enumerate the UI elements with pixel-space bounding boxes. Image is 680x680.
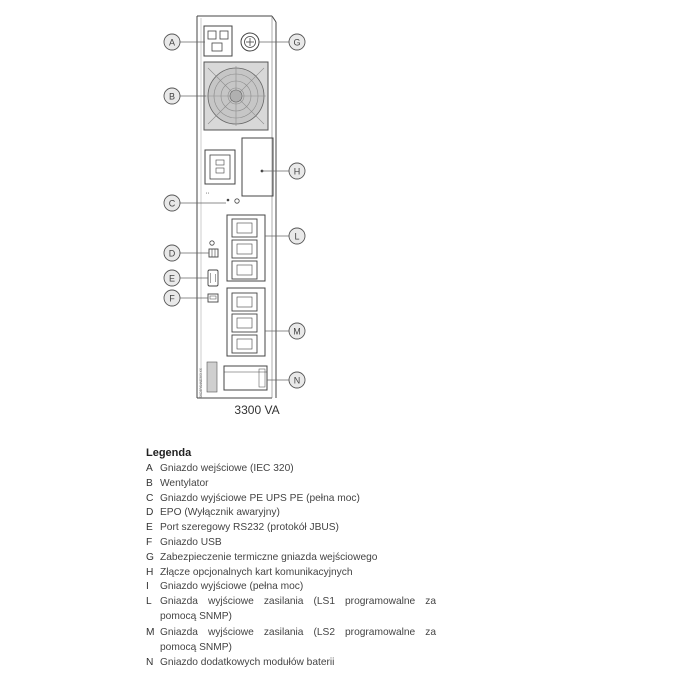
panel-marking-text: SKD3PANNE3V3 XX: [199, 367, 203, 398]
legend-item: B Wentylator: [146, 477, 436, 492]
legend-text: Zabezpieczenie termiczne gniazda wejścio…: [160, 551, 378, 563]
legend-text: Gniazda wyjściowe zasilania (LS1 program…: [160, 596, 436, 622]
output-group-l: [226, 214, 266, 282]
callout-g: G: [288, 33, 306, 51]
legend-item: N Gniazdo dodatkowych modułów baterii: [146, 656, 436, 671]
legend-text: EPO (Wyłącznik awaryjny): [160, 507, 280, 519]
callout-d-label: D: [169, 248, 176, 258]
legend-text: Wentylator: [160, 477, 209, 489]
legend-item: G Zabezpieczenie termiczne gniazda wejśc…: [146, 551, 436, 566]
fan-b: [203, 61, 269, 131]
callout-f: F: [163, 289, 181, 307]
legend-text: Port szeregowy RS232 (protokół JBUS): [160, 522, 339, 534]
legend-text: Gniazdo wyjściowe PE UPS PE (pełna moc): [160, 492, 360, 504]
legend-item: H Złącze opcjonalnych kart komunikacyjny…: [146, 566, 436, 581]
legend-item: D EPO (Wyłącznik awaryjny): [146, 506, 436, 521]
legend-text: Gniazdo wyjściowe (pełna moc): [160, 581, 304, 593]
callout-h-label: H: [294, 166, 301, 176]
legend-key: D: [146, 507, 154, 519]
legend-key: B: [146, 477, 153, 489]
callout-g-label: G: [293, 37, 300, 47]
callout-n: N: [288, 371, 306, 389]
legend-key: H: [146, 566, 154, 578]
callout-l-label: L: [294, 231, 299, 241]
callout-e: E: [163, 269, 181, 287]
pe-output-c: [226, 198, 240, 204]
legend-key: M: [146, 626, 155, 638]
leader-lines: [180, 41, 289, 381]
usb-port-f: [207, 293, 219, 303]
legend-item: E Port szeregowy RS232 (protokół JBUS): [146, 521, 436, 536]
legend-text: Złącze opcjonalnych kart komunikacyjnych: [160, 566, 353, 578]
callout-m-label: M: [293, 326, 301, 336]
legend-text: Gniazdo dodatkowych modułów baterii: [160, 657, 335, 669]
legend-list: A Gniazdo wejściowe (IEC 320) B Wentylat…: [146, 462, 436, 671]
callout-f-label: F: [169, 293, 175, 303]
comm-card-slot-h: [241, 137, 274, 197]
legend-key: F: [146, 536, 153, 548]
input-socket-a: [203, 25, 233, 57]
rating-label: SKD3PANNE3V3 XX: [199, 361, 218, 398]
callout-m: M: [288, 322, 306, 340]
legend-key: L: [146, 596, 152, 608]
legend-title: Legenda: [146, 447, 192, 459]
socket-i-marking: ▪ ▪: [206, 191, 209, 195]
figure-caption: 3300 VA: [234, 403, 280, 417]
ups-rear-panel-diagram: ▪ ▪: [163, 15, 306, 399]
callout-b: B: [163, 87, 181, 105]
legend-key: I: [146, 581, 149, 593]
callout-d: D: [163, 244, 181, 262]
callout-n-label: N: [294, 375, 301, 385]
legend-text: Gniazdo wejściowe (IEC 320): [160, 463, 294, 474]
legend-key: G: [146, 551, 154, 563]
callout-e-label: E: [169, 273, 175, 283]
legend-key: E: [146, 522, 153, 534]
epo-d: [208, 240, 219, 258]
legend-item: M Gniazda wyjściowe zasilania (LS2 progr…: [146, 626, 436, 656]
legend-item: I Gniazdo wyjściowe (pełna moc): [146, 580, 436, 595]
legend-key: N: [146, 657, 154, 669]
callout-c-label: C: [169, 198, 176, 208]
legend-item: C Gniazdo wyjściowe PE UPS PE (pełna moc…: [146, 492, 436, 507]
legend-item: L Gniazda wyjściowe zasilania (LS1 progr…: [146, 595, 436, 625]
legend-key: A: [146, 463, 153, 474]
legend-item: A Gniazdo wejściowe (IEC 320): [146, 462, 436, 477]
legend-item: F Gniazdo USB: [146, 536, 436, 551]
callout-a: A: [163, 33, 181, 51]
output-socket-i: [204, 149, 236, 185]
battery-connector-n: [223, 365, 268, 391]
legend-key: C: [146, 492, 154, 504]
ups-chassis: [196, 15, 277, 399]
legend-text: Gniazdo USB: [160, 536, 222, 548]
output-group-m: [226, 287, 266, 357]
callout-l: L: [288, 227, 306, 245]
thermal-protection-g: [240, 32, 260, 52]
rs232-port-e: [207, 269, 219, 287]
callout-h: H: [288, 162, 306, 180]
callout-a-label: A: [169, 37, 175, 47]
callout-c: C: [163, 194, 181, 212]
callout-b-label: B: [169, 91, 175, 101]
legend-text: Gniazda wyjściowe zasilania (LS2 program…: [160, 626, 436, 653]
